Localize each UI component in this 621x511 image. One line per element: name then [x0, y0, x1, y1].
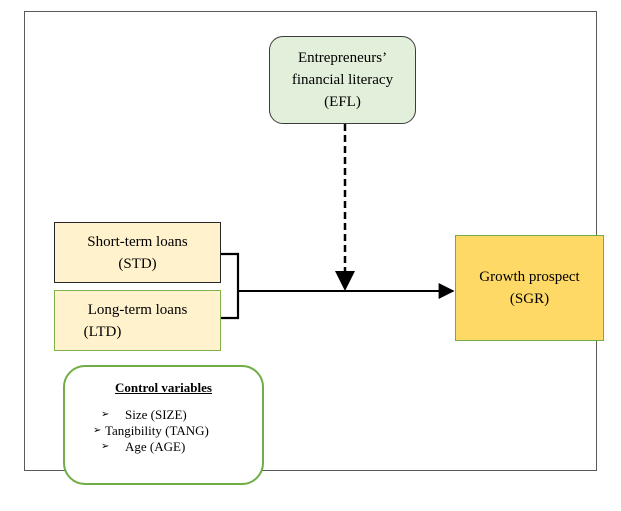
- sgr-line2: (SGR): [509, 291, 550, 307]
- efl-line3: (EFL): [324, 94, 361, 110]
- control-item-size: ➢ Size (SIZE): [93, 407, 209, 423]
- sgr-box: Growth prospect (SGR): [455, 235, 604, 341]
- efl-line1: Entrepreneurs’: [297, 50, 388, 66]
- std-line2: (STD): [118, 255, 157, 272]
- control-item-tangibility: ➢ Tangibility (TANG): [93, 423, 209, 439]
- loans-bracket: [221, 252, 240, 320]
- arrow-bullet-icon: ➢: [101, 441, 110, 452]
- arrow-bullet-icon: ➢: [93, 425, 102, 436]
- efl-box: Entrepreneurs’ financial literacy (EFL): [269, 36, 416, 124]
- std-box: Short-term loans (STD): [54, 222, 221, 283]
- ltd-line1: Long-term loans: [87, 301, 188, 318]
- ltd-box: Long-term loans (LTD): [54, 290, 221, 351]
- control-variables-title: Control variables: [115, 380, 212, 395]
- ltd-line2: (LTD): [83, 323, 122, 340]
- std-line1: Short-term loans: [87, 233, 188, 250]
- control-item-label: Age (AGE): [125, 439, 186, 454]
- control-item-label: Size (SIZE): [125, 407, 187, 422]
- arrow-bullet-icon: ➢: [101, 409, 110, 420]
- control-variables-list: ➢ Size (SIZE) ➢ Tangibility (TANG) ➢ Age…: [93, 407, 209, 455]
- control-item-age: ➢ Age (AGE): [93, 439, 209, 455]
- sgr-line1: Growth prospect: [479, 269, 580, 285]
- control-variables-box: Control variables ➢ Size (SIZE) ➢ Tangib…: [63, 365, 264, 485]
- control-item-label: Tangibility (TANG): [105, 423, 209, 438]
- efl-line2: financial literacy: [291, 72, 394, 88]
